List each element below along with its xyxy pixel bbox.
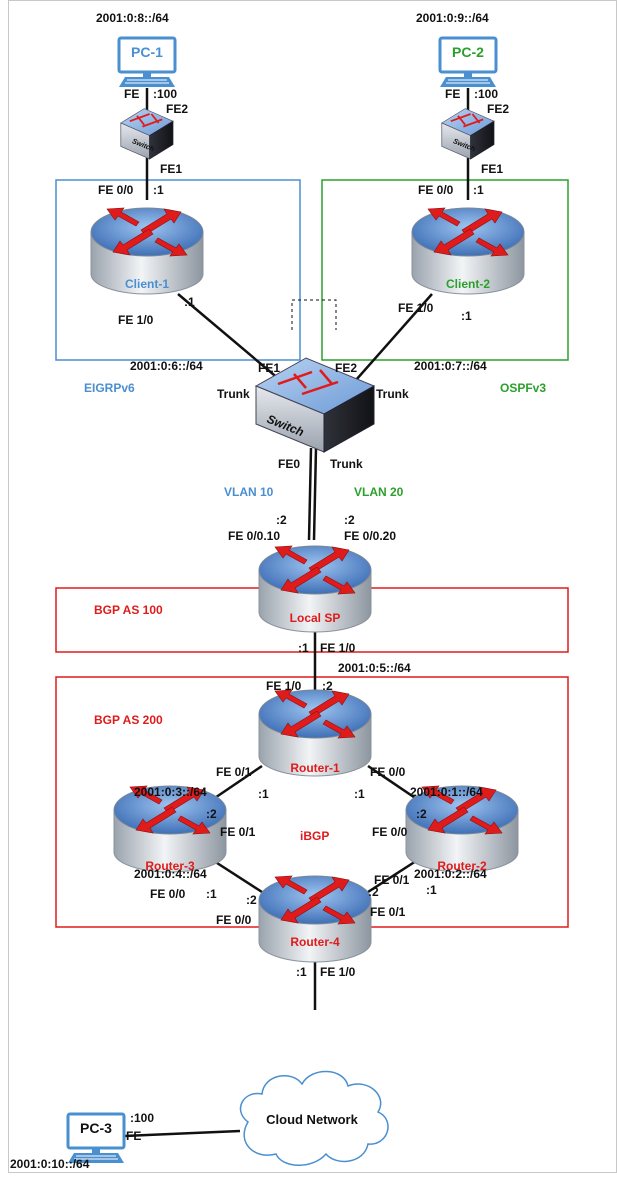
client1-name: Client-1 [125,277,169,291]
router1-name: Router-1 [290,761,340,775]
subnet-r3-r4: 2001:0:4::/64 [134,867,207,881]
router3-down-port: FE 0/0 [150,887,186,901]
subinterface-brackets [291,299,337,330]
zone-bgp100-label: BGP AS 100 [94,603,163,617]
router1-left-host: :1 [258,787,269,801]
link-coreswitch-localsp-b [312,447,318,541]
core-trunk-down: Trunk [330,457,363,471]
localsp-down-port: FE 1/0 [320,641,356,655]
localsp-name: Local SP [290,611,341,625]
pc3-subnet: 2001:0:10::/64 [10,1157,90,1171]
pc3[interactable]: PC-3 [66,1112,126,1165]
localsp-sub-right-port: FE 0/0.20 [344,529,396,543]
localsp-down-host: :1 [298,641,309,655]
router1-right-port: FE 0/0 [370,765,406,779]
zone-vlan10-label: VLAN 10 [224,485,274,499]
core-subnet-left: 2001:0:6::/64 [130,359,203,373]
eigrp-zone [55,179,301,361]
pc3-port: FE [126,1129,141,1143]
zone-ibgp-label: iBGP [300,829,329,843]
pc2-port: FE [445,87,460,101]
router3-right-port: FE 0/1 [220,825,256,839]
router4-left-host: :2 [246,893,257,907]
router4-left-port: FE 0/0 [216,913,252,927]
core-trunk-right: Trunk [376,387,409,401]
router4-down-port: FE 1/0 [320,965,356,979]
pc3-host: :100 [130,1111,154,1125]
pc2-name: PC-2 [452,44,484,60]
core-port-fe2: FE2 [335,361,357,375]
link-client1-coreswitch [177,293,281,381]
client2-up-host: :1 [473,183,484,197]
core-port-fe1: FE1 [258,361,280,375]
router3-name: Router-3 [145,859,195,873]
zone-eigrp-label: EIGRPv6 [84,381,135,395]
router3-down-host: :1 [206,887,217,901]
router-4[interactable] [258,875,372,963]
subnet-r1-r2: 2001:0:1::/64 [410,785,483,799]
router1-left-port: FE 0/1 [216,765,252,779]
cloud-network[interactable]: Cloud Network [239,1070,389,1166]
pc2-host: :100 [474,87,498,101]
link-client2-coreswitch [355,293,433,381]
link-coreswitch-localsp-a [307,447,313,541]
pc2[interactable]: PC-2 [438,36,498,89]
router4-right-host: :2 [368,885,379,899]
zone-bgp200-label: BGP AS 200 [94,713,163,727]
cloud-label: Cloud Network [266,1112,358,1127]
router1-up-host: :2 [322,679,333,693]
router1-up-port: FE 1/0 [266,679,302,693]
subnet-r2-r4: 2001:0:2::/64 [414,867,487,881]
router2-name: Router-2 [437,859,487,873]
router2-left-host: :2 [416,807,427,821]
router3-right-host: :2 [206,807,217,821]
client1-up-port: FE 0/0 [98,183,134,197]
router2-down-host: :1 [426,883,437,897]
pc2-subnet: 2001:0:9::/64 [416,11,489,25]
router2-down-port: FE 0/1 [374,873,410,887]
zone-vlan20-label: VLAN 20 [354,485,404,499]
router2-left-port: FE 0/0 [372,825,408,839]
sw2-up-port: FE2 [487,102,509,116]
core-port-fe0: FE0 [278,457,300,471]
client2-up-port: FE 0/0 [418,183,454,197]
router4-right-port: FE 0/1 [370,905,406,919]
sw2-down-port: FE1 [481,162,503,176]
client2-name: Client-2 [446,277,490,291]
localsp-link-subnet: 2001:0:5::/64 [338,661,411,675]
pc1-subnet: 2001:0:8::/64 [96,11,169,25]
pc1-port: FE [124,87,139,101]
client1-down-port: FE 1/0 [118,313,154,327]
access-switch-2[interactable]: Switch [440,107,495,160]
localsp-sub-right-host: :2 [344,513,355,527]
core-switch[interactable]: Switch [254,357,376,453]
core-trunk-left: Trunk [217,387,250,401]
ospf-zone [321,179,569,361]
client1-down-host: :1 [184,295,195,309]
access-switch-1[interactable]: Switch [119,107,174,160]
client1-up-host: :1 [153,183,164,197]
client2-down-port: FE 1/0 [398,301,434,315]
sw1-down-port: FE1 [160,162,182,176]
router1-right-host: :1 [354,787,365,801]
pc1-name: PC-1 [131,44,163,60]
core-subnet-right: 2001:0:7::/64 [414,359,487,373]
pc3-name: PC-3 [80,1120,112,1136]
router4-down-host: :1 [296,965,307,979]
client2-down-host: :1 [461,309,472,323]
subnet-r1-r3: 2001:0:3::/64 [134,785,207,799]
localsp-sub-left-host: :2 [276,513,287,527]
zone-ospf-label: OSPFv3 [500,381,546,395]
sw1-up-port: FE2 [166,102,188,116]
pc1-host: :100 [153,87,177,101]
localsp-sub-left-port: FE 0/0.10 [228,529,280,543]
pc1[interactable]: PC-1 [117,36,177,89]
router4-name: Router-4 [290,935,340,949]
